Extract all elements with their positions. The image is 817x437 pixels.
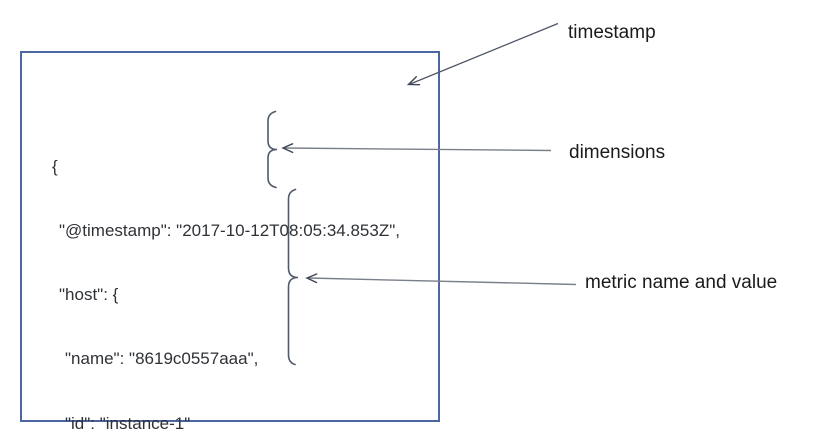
- code-line-host-id: "id": "instance-1": [65, 413, 191, 433]
- json-code-block: { "@timestamp": "2017-10-12T08:05:34.853…: [50, 113, 400, 437]
- annotation-label-dimensions: dimensions: [569, 142, 666, 163]
- code-line-timestamp: "@timestamp": "2017-10-12T08:05:34.853Z"…: [59, 221, 400, 241]
- code-line-host-open: "host": {: [59, 285, 119, 305]
- annotation-label-metric-name-and-value: metric name and value: [585, 272, 778, 293]
- json-document-box: { "@timestamp": "2017-10-12T08:05:34.853…: [20, 51, 440, 433]
- annotation-label-timestamp: timestamp: [568, 22, 656, 43]
- code-line-open-brace: {: [52, 156, 58, 176]
- code-line-host-name: "name": "8619c0557aaa",: [65, 349, 259, 369]
